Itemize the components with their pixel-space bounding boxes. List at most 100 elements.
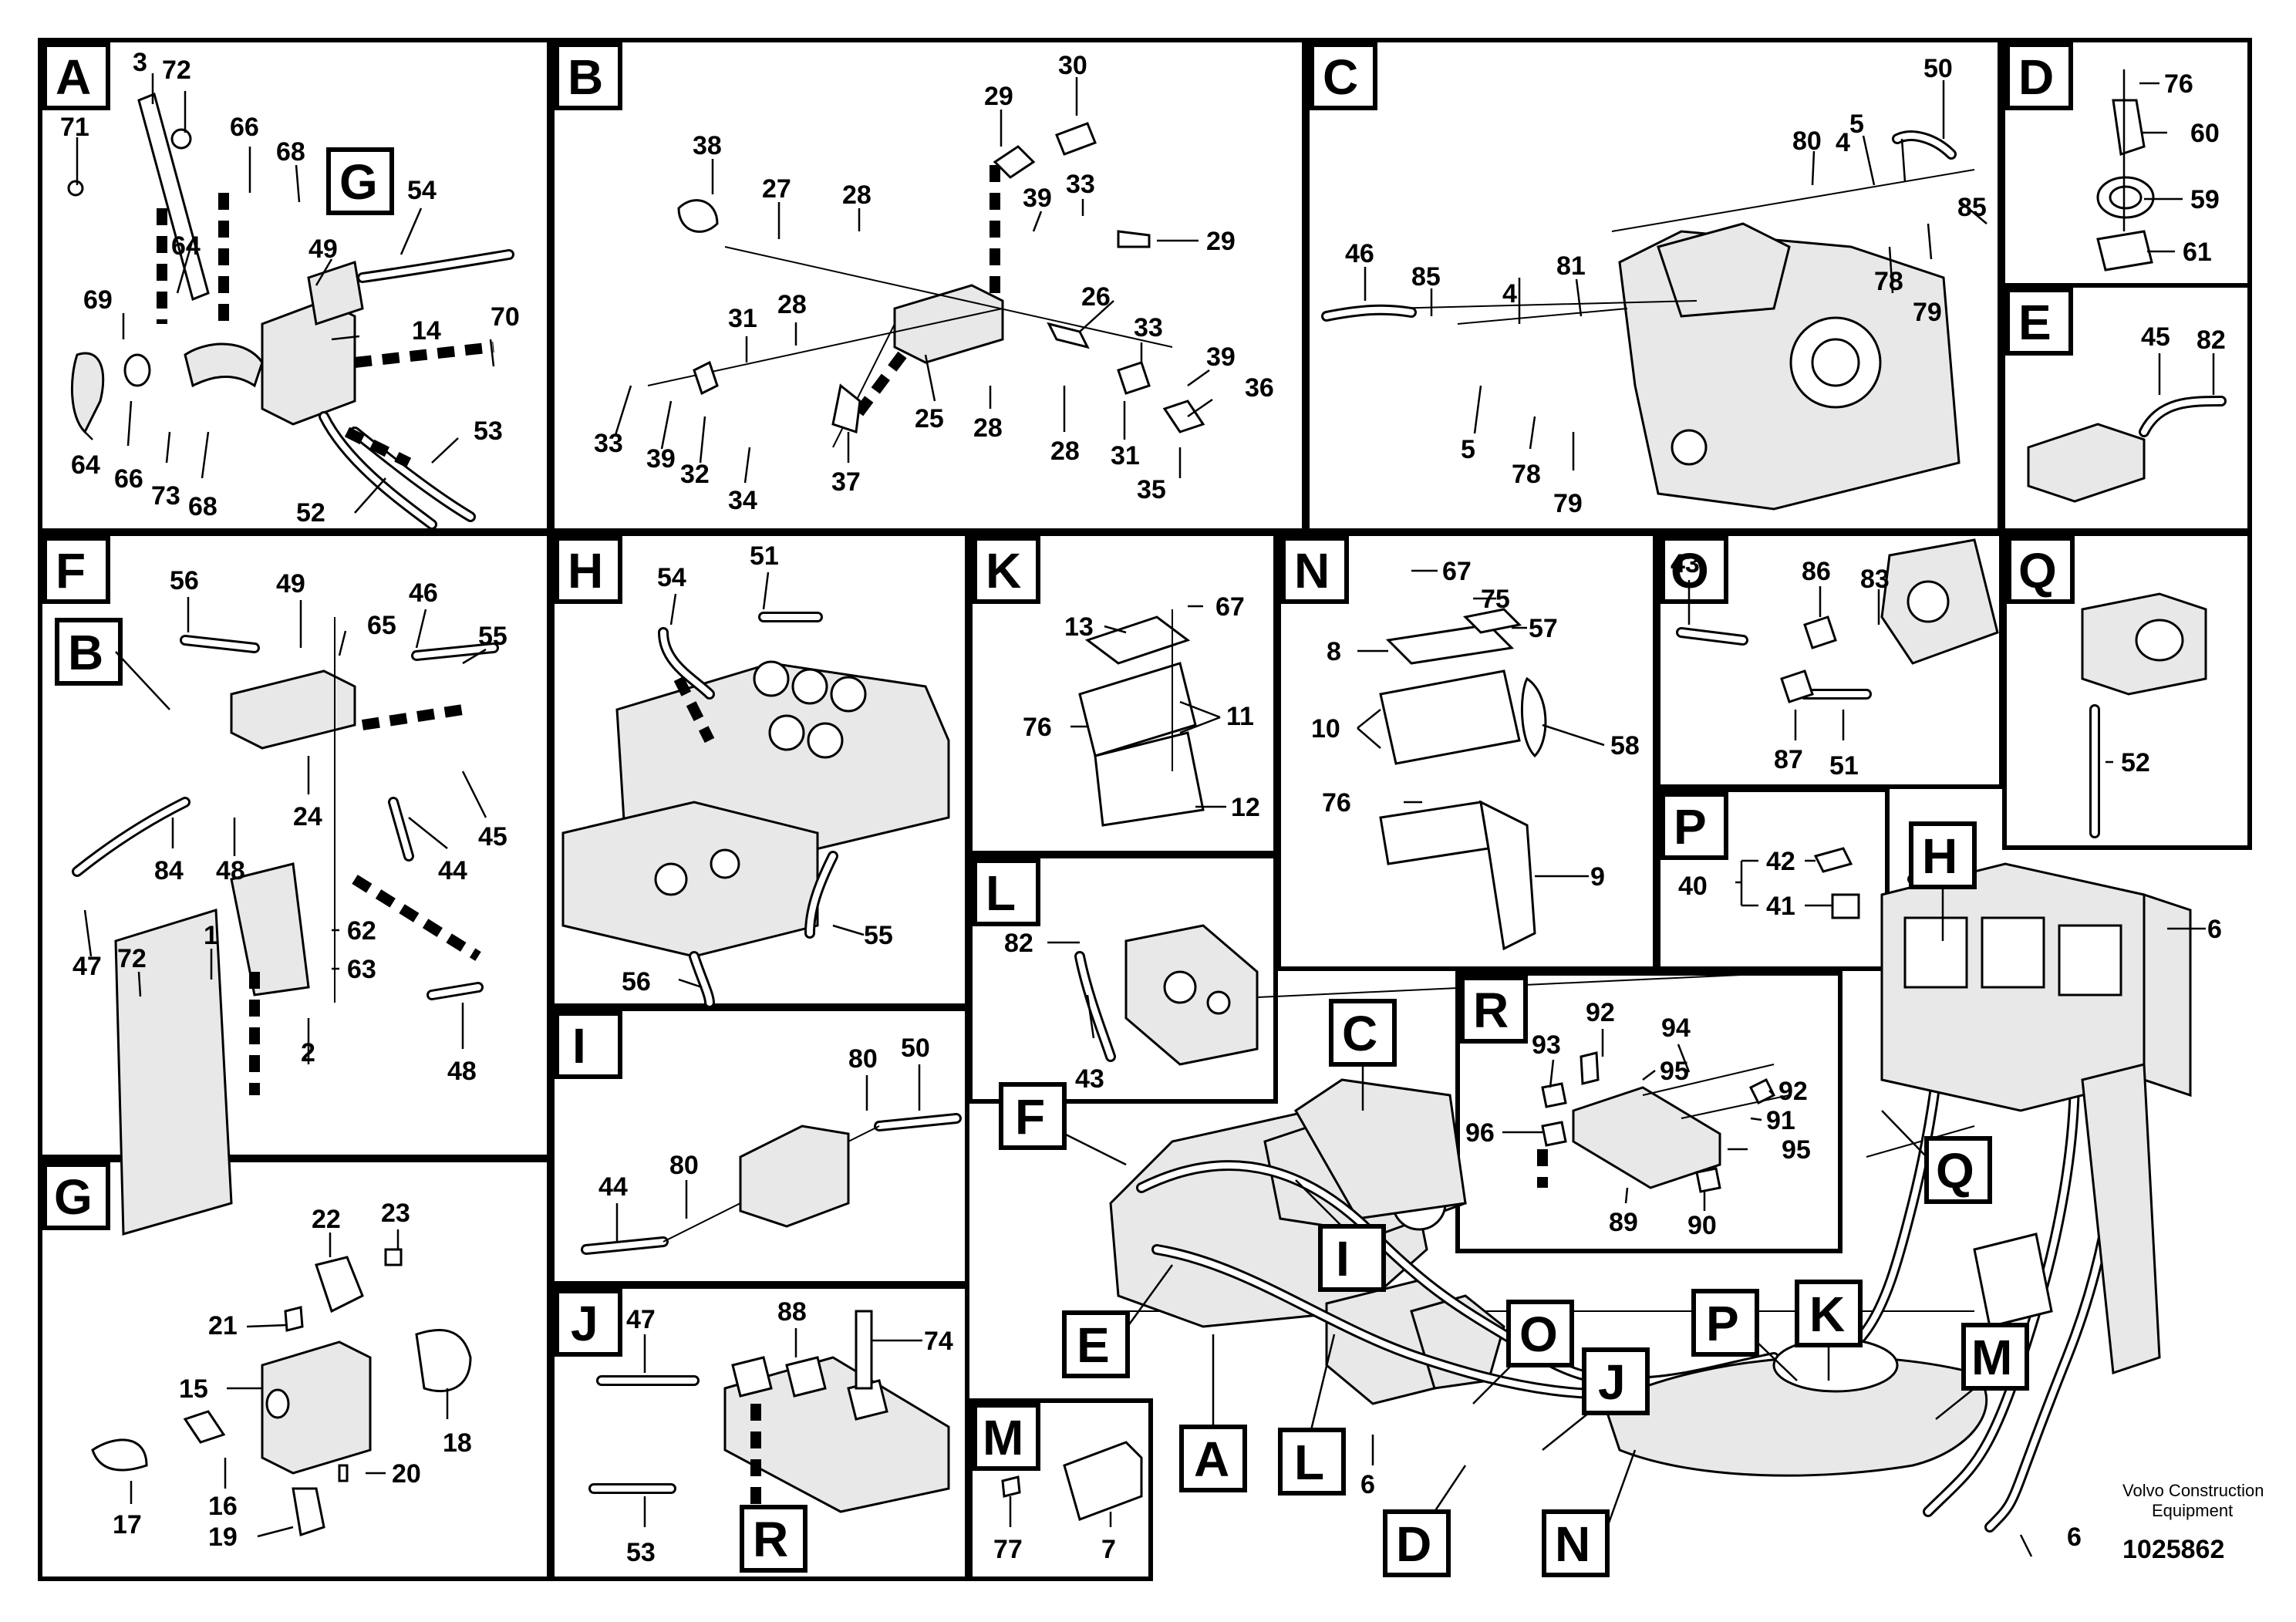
part-c-46: 46 (1345, 239, 1374, 268)
part-g-21: 21 (208, 1311, 238, 1340)
part-o-43: 43 (1671, 549, 1700, 578)
part-i-80-bottom: 80 (669, 1151, 699, 1180)
panel-a: A G 3 72 71 66 68 54 49 64 69 1 (42, 42, 520, 530)
callout-main-i (1318, 1224, 1386, 1292)
callout-b-in-f (55, 618, 123, 686)
callout-main-a-text: A (1194, 1431, 1229, 1487)
panel-l: L 82 43 (973, 858, 1259, 1094)
part-c-80: 80 (1792, 126, 1822, 156)
part-g-17: 17 (113, 1510, 142, 1539)
part-c-5-bottom: 5 (1461, 435, 1475, 464)
part-d-60: 60 (2190, 119, 2220, 148)
part-a-64-bottom: 64 (71, 450, 100, 480)
part-c-79-bottom: 79 (1553, 489, 1583, 518)
panel-j: J R 47 88 74 53 (555, 1289, 953, 1573)
callout-main-o (1506, 1300, 1574, 1367)
part-d-76: 76 (2164, 69, 2193, 99)
part-b-38: 38 (693, 131, 722, 160)
part-h-54: 54 (657, 563, 686, 592)
part-b-39-left: 39 (646, 444, 676, 474)
callout-main-d-text: D (1396, 1516, 1431, 1572)
part-a-3: 3 (133, 48, 147, 77)
callout-main-i-text: I (1336, 1231, 1350, 1286)
part-h-56: 56 (622, 967, 651, 996)
panel-h: H 54 51 55 56 (555, 536, 950, 1008)
callout-main-d (1383, 1509, 1451, 1577)
callout-main-k-text: K (1809, 1286, 1845, 1342)
callout-main-m-text: M (1971, 1330, 2012, 1385)
part-g-20: 20 (392, 1459, 421, 1489)
main-overview-drawing (1109, 862, 2192, 1533)
part-b-31-left: 31 (728, 304, 757, 333)
part-l-43: 43 (1075, 1064, 1104, 1094)
callout-main-m (1961, 1323, 2029, 1391)
panel-a-label-box (42, 42, 110, 110)
panel-q-label: Q (2018, 543, 2057, 599)
part-o-86: 86 (1802, 557, 1831, 586)
callout-main-f-text: F (1015, 1089, 1045, 1145)
panel-p-label: P (1674, 799, 1707, 855)
panel-b-frame (550, 38, 1306, 533)
part-f-44: 44 (438, 856, 467, 885)
part-j-88: 88 (777, 1297, 807, 1327)
part-f-24: 24 (293, 802, 322, 831)
panel-b-label-box (555, 42, 622, 110)
part-b-31-right: 31 (1111, 441, 1140, 470)
part-b-27: 27 (762, 174, 791, 204)
part-b-33-top: 33 (1066, 170, 1095, 199)
panel-e-label: E (2018, 295, 2052, 350)
part-n-10: 10 (1311, 714, 1340, 744)
panel-f: F B 56 49 46 65 55 24 84 48 47 72 1 2 62… (42, 536, 507, 1236)
part-p-41: 41 (1766, 892, 1795, 921)
part-r-95-top: 95 (1660, 1057, 1689, 1086)
panel-m-label-box (973, 1403, 1040, 1471)
panel-r-label-box (1460, 976, 1528, 1044)
part-f-45: 45 (478, 822, 507, 851)
part-a-69: 69 (83, 285, 113, 315)
part-j-53: 53 (626, 1538, 656, 1567)
panel-h-label: H (568, 543, 603, 599)
part-r-89: 89 (1609, 1208, 1638, 1237)
part-f-55: 55 (478, 622, 507, 651)
panel-n-frame (1276, 531, 1657, 971)
callout-main-e-text: E (1077, 1317, 1110, 1373)
panel-l-label: L (986, 865, 1016, 921)
part-h-51: 51 (750, 541, 779, 571)
main-callouts: C F I E A L O J D N (999, 821, 2029, 1577)
part-f-65: 65 (367, 611, 396, 640)
part-f-62: 62 (347, 916, 376, 946)
panel-e-label-box (2005, 288, 2073, 356)
part-e-82: 82 (2197, 325, 2226, 355)
part-b-28-lower: 28 (1050, 437, 1080, 466)
part-n-57: 57 (1529, 614, 1558, 643)
part-a-70: 70 (491, 302, 520, 332)
callout-main-o-text: O (1519, 1307, 1558, 1362)
panel-n: N 67 75 57 8 10 58 76 9 (1281, 536, 1640, 951)
part-c-50: 50 (1923, 54, 1953, 83)
callout-main-n (1542, 1509, 1610, 1577)
panel-d: D 76 60 59 61 (2005, 42, 2220, 271)
panel-n-label: N (1294, 543, 1330, 599)
part-main-6-center: 6 (1360, 1470, 1375, 1499)
part-c-79-right: 79 (1913, 298, 1942, 327)
part-b-33-right: 33 (1134, 313, 1163, 342)
panel-k: K 67 13 76 11 12 (973, 536, 1260, 827)
panel-g-label-box (42, 1162, 110, 1230)
part-a-73: 73 (151, 481, 180, 511)
part-k-13: 13 (1064, 612, 1094, 642)
part-f-84: 84 (154, 856, 184, 885)
part-a-53: 53 (474, 416, 503, 446)
part-b-26: 26 (1081, 282, 1111, 312)
panel-o: O 43 86 83 87 51 (1660, 536, 1999, 781)
callout-main-j-text: J (1598, 1354, 1626, 1410)
part-i-50: 50 (901, 1034, 930, 1063)
part-b-34: 34 (728, 486, 757, 515)
part-f-63: 63 (347, 955, 376, 984)
part-f-72: 72 (117, 944, 147, 973)
part-main-6-bottom: 6 (2067, 1523, 2082, 1552)
callout-main-e (1062, 1310, 1130, 1378)
part-q-52: 52 (2121, 748, 2150, 777)
panel-c-label-box (1310, 42, 1377, 110)
part-a-64-top: 64 (171, 231, 201, 261)
part-m-77: 77 (993, 1535, 1023, 1564)
